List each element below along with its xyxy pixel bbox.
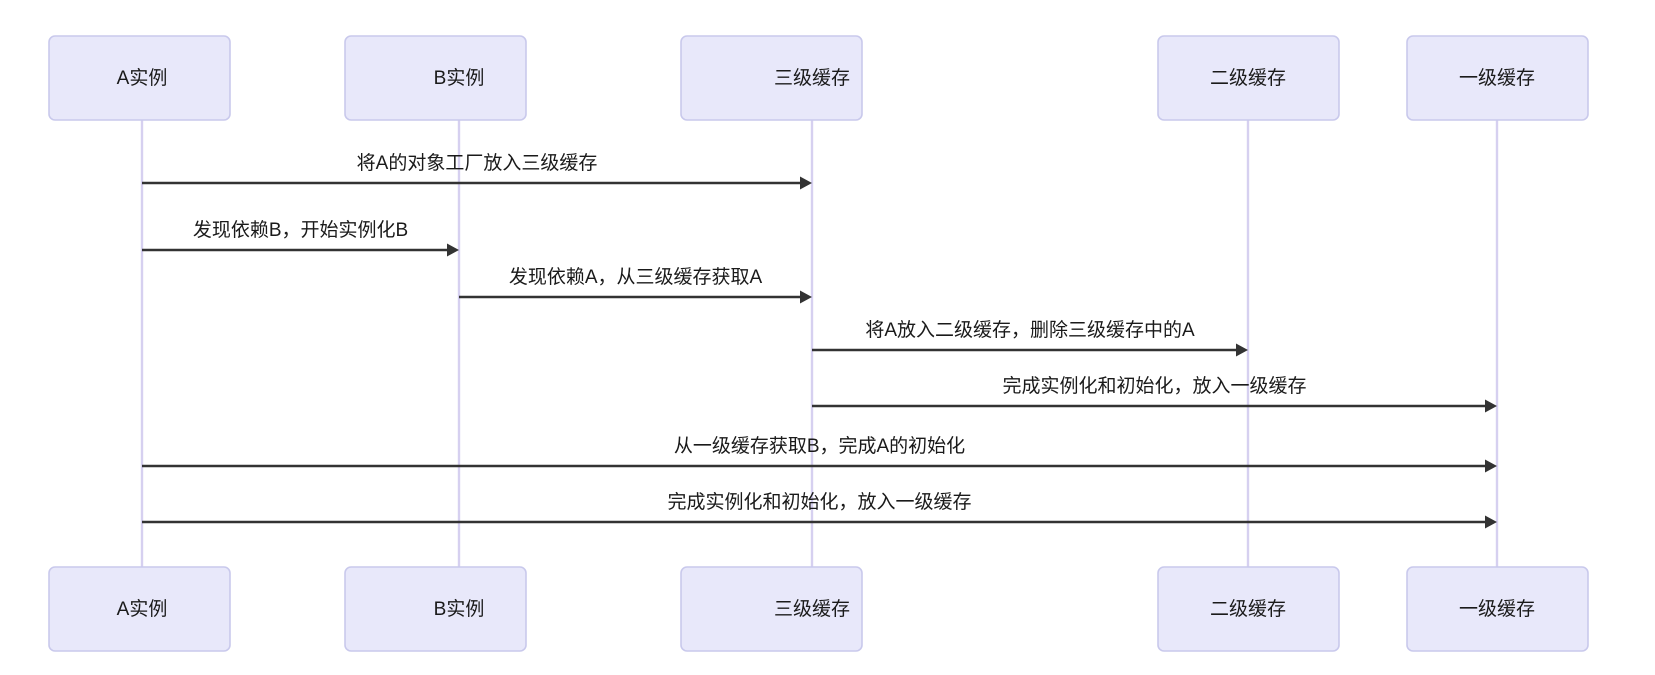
message-6[interactable]: 从一级缓存获取B，完成A的初始化 — [142, 435, 1497, 473]
lifelines-layer — [140, 120, 1499, 567]
actor-c3-top[interactable]: 三级缓存 — [680, 35, 863, 121]
message-arrowhead — [800, 176, 812, 190]
message-label: 完成实例化和初始化，放入一级缓存 — [667, 491, 971, 513]
message-arrowhead — [1236, 343, 1248, 357]
message-arrowhead — [1485, 459, 1497, 473]
actor-boxes-top: A实例 B实例 三级缓存 二级缓存 一级缓存 — [48, 35, 1589, 121]
actor-box-shape — [1157, 566, 1340, 652]
actor-a-bottom[interactable]: A实例 — [48, 566, 231, 652]
message-label: 发现依赖A，从三级缓存获取A — [509, 266, 763, 288]
actor-label: A实例 — [117, 598, 168, 620]
message-5[interactable]: 完成实例化和初始化，放入一级缓存 — [812, 375, 1497, 413]
actor-b-bottom[interactable]: B实例 — [344, 566, 527, 652]
message-arrowhead — [447, 243, 459, 257]
actor-b-top[interactable]: B实例 — [344, 35, 527, 121]
message-label: 将A放入二级缓存，删除三级缓存中的A — [865, 319, 1195, 341]
actor-label: 一级缓存 — [1459, 67, 1535, 89]
actor-label: B实例 — [434, 67, 485, 89]
message-label: 从一级缓存获取B，完成A的初始化 — [674, 435, 965, 457]
actor-label: 二级缓存 — [1210, 598, 1286, 620]
message-1[interactable]: 将A的对象工厂放入三级缓存 — [142, 152, 812, 190]
message-label: 完成实例化和初始化，放入一级缓存 — [1002, 375, 1306, 397]
actor-box-shape — [48, 566, 231, 652]
actor-label: 一级缓存 — [1459, 598, 1535, 620]
message-arrowhead — [1485, 515, 1497, 529]
message-arrowhead — [800, 290, 812, 304]
message-label: 发现依赖B，开始实例化B — [193, 219, 408, 241]
actor-label: 三级缓存 — [774, 598, 850, 620]
message-arrowhead — [1485, 399, 1497, 413]
actor-box-shape — [680, 35, 863, 121]
message-4[interactable]: 将A放入二级缓存，删除三级缓存中的A — [812, 319, 1248, 357]
actor-box-shape — [344, 35, 527, 121]
actor-a-top[interactable]: A实例 — [48, 35, 231, 121]
actor-box-shape — [1406, 566, 1589, 652]
actor-box-shape — [680, 566, 863, 652]
message-3[interactable]: 发现依赖A，从三级缓存获取A — [459, 266, 812, 304]
actor-label: 三级缓存 — [774, 67, 850, 89]
message-label: 将A的对象工厂放入三级缓存 — [357, 152, 598, 174]
message-7[interactable]: 完成实例化和初始化，放入一级缓存 — [142, 491, 1497, 529]
actor-box-shape — [344, 566, 527, 652]
actor-box-shape — [1406, 35, 1589, 121]
actor-boxes-bottom: A实例 B实例 三级缓存 二级缓存 一级缓存 — [48, 566, 1589, 652]
actor-box-shape — [1157, 35, 1340, 121]
message-2[interactable]: 发现依赖B，开始实例化B — [142, 219, 459, 257]
actor-label: A实例 — [117, 67, 168, 89]
actor-label: 二级缓存 — [1210, 67, 1286, 89]
actor-c2-bottom[interactable]: 二级缓存 — [1157, 566, 1340, 652]
actor-c3-bottom[interactable]: 三级缓存 — [680, 566, 863, 652]
actor-box-shape — [48, 35, 231, 121]
actor-c1-bottom[interactable]: 一级缓存 — [1406, 566, 1589, 652]
actor-c2-top[interactable]: 二级缓存 — [1157, 35, 1340, 121]
actor-c1-top[interactable]: 一级缓存 — [1406, 35, 1589, 121]
actor-label: B实例 — [434, 598, 485, 620]
